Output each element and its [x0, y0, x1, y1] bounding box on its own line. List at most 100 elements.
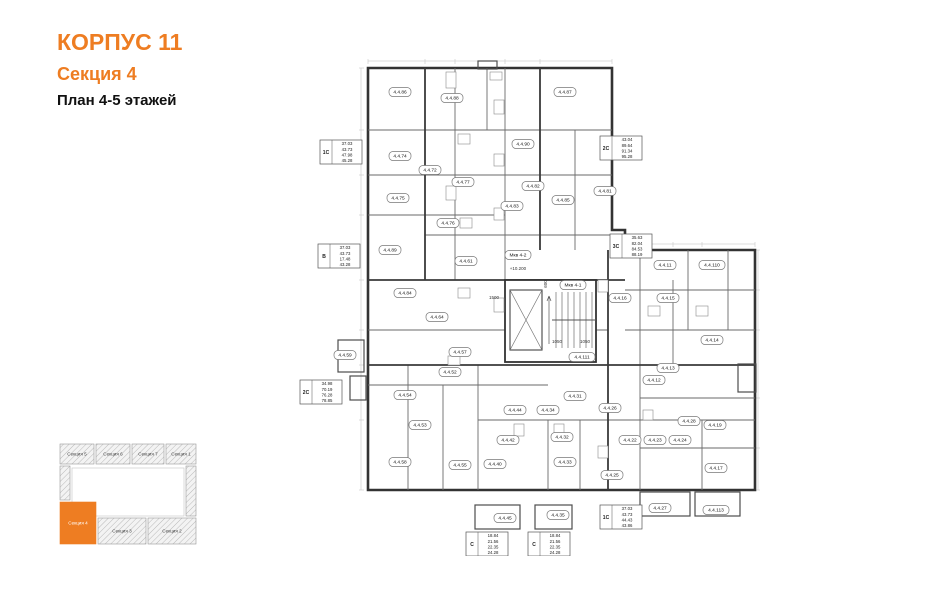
area-table-type: 1С — [323, 150, 330, 156]
svg-text:4.4.19: 4.4.19 — [708, 423, 722, 429]
apartment-label: 4.4.13 — [656, 363, 680, 373]
apartment-label: 4.4.11 — [653, 260, 677, 270]
svg-text:4.4.87: 4.4.87 — [558, 90, 572, 96]
fixture — [489, 71, 503, 81]
apartment-label: 4.4.111 — [568, 352, 596, 362]
area-value: 84.53 — [632, 246, 643, 251]
apartment-label: 4.4.90 — [511, 139, 535, 149]
minimap-section-label: Секция 2 — [162, 529, 182, 534]
svg-text:4.4.76: 4.4.76 — [441, 221, 455, 227]
apartment-label: 4.4.84 — [393, 288, 417, 298]
svg-text:4.4.17: 4.4.17 — [709, 466, 723, 472]
area-table-type: 3С — [613, 244, 620, 250]
area-value: 70.19 — [322, 387, 333, 392]
svg-text:4.4.58: 4.4.58 — [393, 460, 407, 466]
fixture — [445, 185, 457, 201]
balcony — [474, 504, 521, 530]
apartment-label: 4.4.58 — [388, 457, 412, 467]
minimap-section-label: Секция 4 — [68, 521, 88, 526]
apartment-label: 4.4.57 — [448, 347, 472, 357]
svg-text:4.4.90: 4.4.90 — [516, 142, 530, 148]
fixture — [493, 297, 505, 313]
apartment-label: 4.4.34 — [536, 405, 560, 415]
area-table-type: С — [470, 542, 474, 548]
apartment-label: 4.4.25 — [600, 470, 624, 480]
svg-text:4.4.33: 4.4.33 — [558, 460, 572, 466]
fixture — [642, 409, 654, 421]
svg-text:4.4.35: 4.4.35 — [551, 513, 565, 519]
minimap-section-7[interactable]: Секция 2 — [147, 517, 197, 545]
svg-text:4.4.88: 4.4.88 — [445, 96, 459, 102]
fixture — [447, 355, 461, 366]
dimension-guides — [359, 59, 760, 491]
fixture — [493, 207, 505, 221]
area-value: 37.03 — [340, 245, 351, 250]
area-value: 45.28 — [342, 158, 353, 163]
minimap-section-2[interactable]: Секция 6 — [95, 443, 131, 465]
apartment-label: 4.4.72 — [418, 165, 442, 175]
area-value: 89.64 — [622, 143, 633, 148]
apartment-label: 4.4.81 — [593, 186, 617, 196]
area-value: 35.63 — [632, 235, 643, 240]
area-table-type: С — [532, 542, 536, 548]
svg-text:4.4.53: 4.4.53 — [413, 423, 427, 429]
svg-text:4.4.31: 4.4.31 — [568, 394, 582, 400]
svg-text:4.4.86: 4.4.86 — [393, 90, 407, 96]
minimap-section-1[interactable]: Секция 5 — [59, 443, 95, 465]
svg-text:4.4.111: 4.4.111 — [574, 355, 590, 361]
svg-text:4.4.77: 4.4.77 — [456, 180, 470, 186]
apartment-label: 4.4.64 — [425, 312, 449, 322]
dimension-text: 1050 — [580, 339, 591, 344]
minimap-section-5[interactable]: Секция 4 — [59, 501, 97, 545]
apartment-label: 4.4.89 — [378, 245, 402, 255]
apartment-label: 4.4.88 — [440, 93, 464, 103]
apartment-label: Мкв 4-1 — [559, 280, 587, 290]
apartment-label: 4.4.53 — [408, 420, 432, 430]
area-value: 43.73 — [340, 251, 351, 256]
svg-text:4.4.113: 4.4.113 — [708, 508, 724, 514]
fixture — [459, 217, 473, 229]
apartment-label: 4.4.33 — [553, 457, 577, 467]
apartment-label: 4.4.22 — [618, 435, 642, 445]
apartment-label: 4.4.14 — [700, 335, 724, 345]
fixture — [457, 133, 471, 145]
apartment-label: 4.4.74 — [388, 151, 412, 161]
minimap-section-4[interactable]: Секция 1 — [165, 443, 197, 465]
apartment-label: 4.4.110 — [698, 260, 726, 270]
svg-text:4.4.61: 4.4.61 — [459, 259, 473, 265]
apartment-label: 4.4.61 — [454, 256, 478, 266]
apartment-label: 4.4.35 — [546, 510, 570, 520]
minimap-section-6[interactable]: Секция 3 — [97, 517, 147, 545]
apartment-label: 4.4.23 — [643, 435, 667, 445]
area-value: 88.19 — [632, 252, 643, 257]
area-value: 43.04 — [622, 137, 633, 142]
svg-text:4.4.42: 4.4.42 — [501, 438, 515, 444]
fixture — [597, 279, 609, 293]
area-value: 43.86 — [622, 523, 633, 528]
apartment-label: 4.4.40 — [483, 459, 507, 469]
area-value: 95.28 — [622, 154, 633, 159]
balcony — [737, 363, 757, 393]
apartment-label: 4.4.24 — [668, 435, 692, 445]
svg-text:4.4.15: 4.4.15 — [661, 296, 675, 302]
svg-text:4.4.64: 4.4.64 — [430, 315, 444, 321]
area-table-type: В — [322, 254, 326, 260]
balcony — [534, 504, 573, 530]
area-value: 43.73 — [622, 512, 633, 517]
apartment-label: 4.4.82 — [521, 181, 545, 191]
apartment-label: 4.4.113 — [702, 505, 730, 515]
svg-text:4.4.81: 4.4.81 — [598, 189, 612, 195]
minimap-section-3[interactable]: Секция 7 — [131, 443, 165, 465]
apartment-label: 4.4.27 — [648, 503, 672, 513]
balcony — [349, 375, 367, 401]
area-value: 22.35 — [550, 544, 561, 549]
area-table-type: 1С — [603, 515, 610, 521]
apartment-label: 4.4.52 — [438, 367, 462, 377]
